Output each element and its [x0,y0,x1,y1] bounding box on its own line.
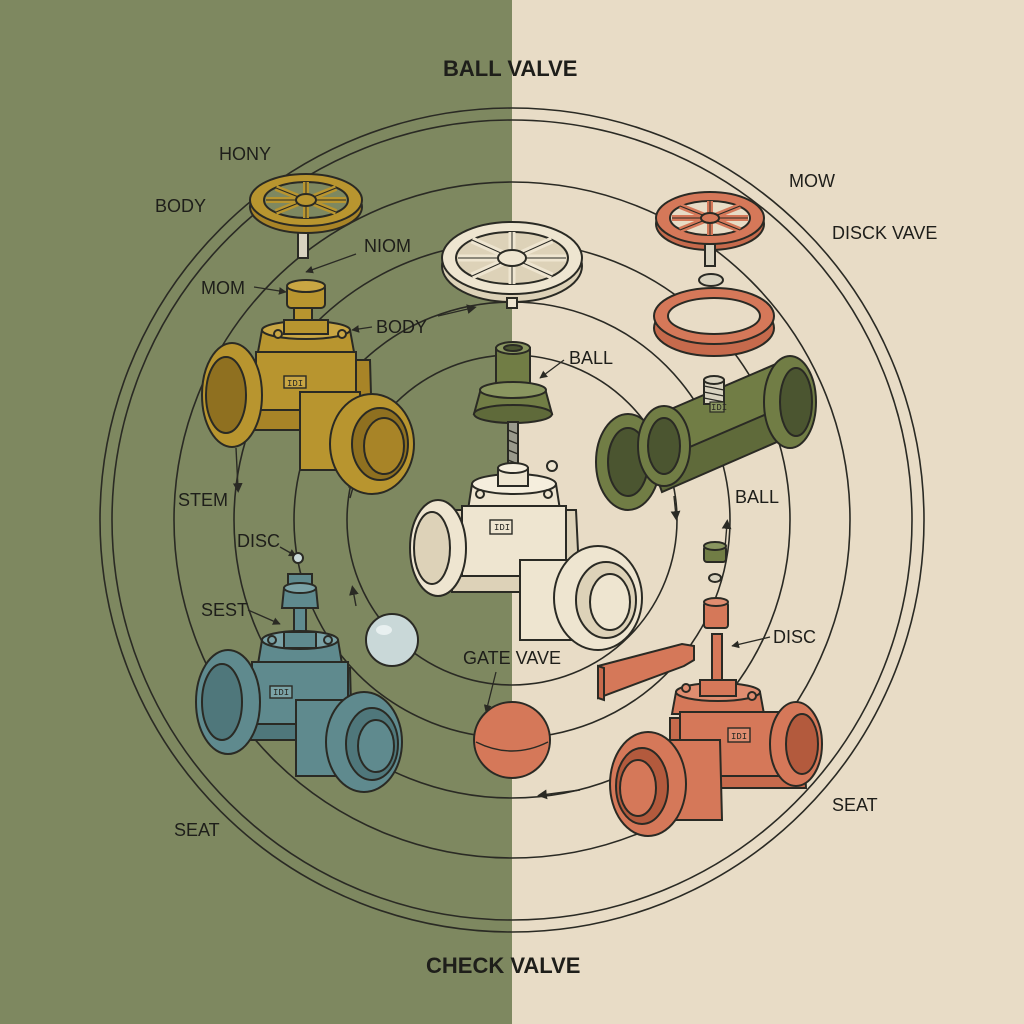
title-ball-valve: BALL VALVE [443,56,578,81]
nameplates: IDI IDI IDI IDI IDI [273,379,747,742]
right-stack-parts [703,541,729,683]
label-gate-vave: GATE VAVE [463,648,562,668]
label-seat-left: SEAT [174,820,220,840]
label-mow: MOW [789,171,835,191]
label-hony: HONY [219,144,272,164]
terracotta-ball [473,701,551,779]
label-body-mid: BODY [376,317,428,337]
label-ball-right: BALL [735,487,780,507]
ochre-plate-text: IDI [287,379,303,389]
label-body-left: BODY [155,196,207,216]
teal-valve [195,552,403,793]
cream-plate-text: IDI [494,523,510,533]
label-ball-top: BALL [569,348,614,368]
teal-plate-text: IDI [273,688,289,698]
ochre-valve [201,279,415,495]
terracotta-plate-text: IDI [731,732,747,742]
terracotta-valve [609,679,823,837]
terracotta-wedge [597,642,695,702]
label-mom: MOM [201,278,245,298]
label-stem: STEM [178,490,229,510]
cream-valve [409,460,643,651]
label-niom: NIOM [364,236,411,256]
sage-plate-text: IDI [711,403,727,413]
sage-pipe [595,355,817,511]
label-disc-left: DISC [237,531,281,551]
label-disc-right: DISC [773,627,817,647]
label-seat-right: SEAT [832,795,878,815]
sage-bonnet [472,341,554,479]
glass-ball [365,613,419,667]
ochre-handwheel [249,173,363,259]
cream-handwheel [441,221,583,309]
background-right [512,0,1024,1024]
label-sest: SEST [201,600,249,620]
terracotta-handwheel [655,191,765,287]
label-disck-vave: DISCK VAVE [832,223,938,243]
terracotta-ring [653,287,775,357]
title-check-valve: CHECK VALVE [426,953,581,978]
